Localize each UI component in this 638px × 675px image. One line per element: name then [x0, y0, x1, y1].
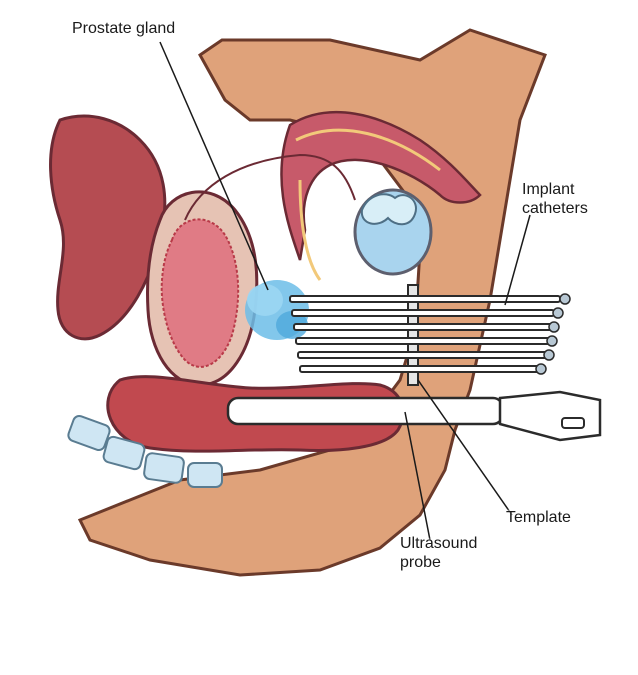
penis — [280, 110, 482, 261]
leader-prostate — [159, 41, 269, 291]
leader-probe — [404, 411, 431, 541]
template-plate — [407, 284, 419, 386]
ultrasound-probe — [226, 390, 602, 442]
pubic-bone — [49, 114, 167, 341]
leader-catheters — [504, 214, 531, 306]
bladder-inner — [160, 218, 240, 368]
epididymis — [360, 193, 417, 226]
spine — [67, 414, 223, 488]
label-template: Template — [506, 509, 571, 526]
vas-deferens — [184, 153, 356, 221]
prostate-target-cloud — [245, 280, 309, 340]
label-ultrasound-probe: Ultrasound probe — [400, 535, 478, 571]
catheter-hubs — [535, 293, 571, 375]
brachytherapy-anatomy-diagram — [49, 28, 602, 577]
urethra-line-2 — [298, 179, 322, 281]
urethra-line — [295, 128, 441, 172]
label-prostate-gland: Prostate gland — [72, 20, 176, 37]
leader-template — [417, 379, 513, 516]
label-implant-catheters: Implant catheters — [522, 181, 588, 217]
